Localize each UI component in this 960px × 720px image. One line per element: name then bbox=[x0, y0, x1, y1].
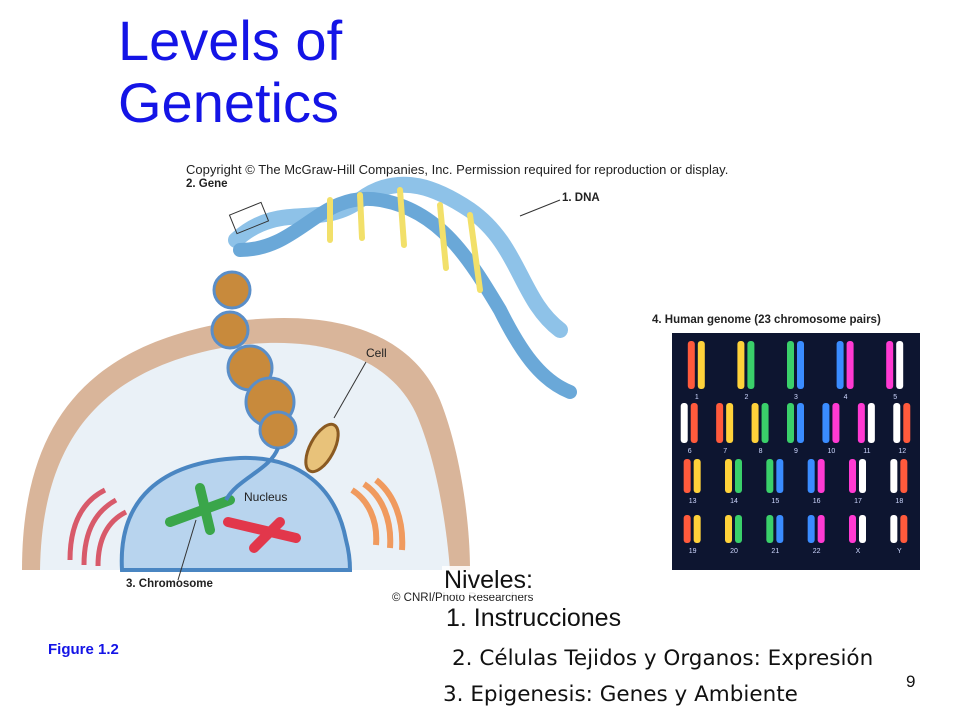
karyotype-chromosome bbox=[683, 515, 691, 543]
karyotype-chromosome bbox=[735, 459, 742, 493]
label-nucleus: Nucleus bbox=[244, 490, 288, 504]
karyotype-chromosome bbox=[751, 403, 759, 443]
karyotype-chromosome bbox=[776, 515, 784, 543]
chromosome-number-label: 1 bbox=[695, 394, 699, 401]
chromosome-number-label: 7 bbox=[723, 448, 727, 455]
chromosome-number-label: 17 bbox=[854, 498, 862, 505]
levels-heading: Niveles: bbox=[442, 566, 537, 595]
karyotype-chromosome bbox=[822, 403, 830, 443]
chromosome-number-label: 2 bbox=[744, 394, 748, 401]
chromosome-number-label: X bbox=[856, 548, 861, 555]
karyotype-chromosome bbox=[832, 403, 840, 443]
karyotype-chromosome bbox=[817, 459, 825, 493]
slide-title: Levels of Genetics bbox=[118, 10, 342, 134]
level-item-2: 2. Células Tejidos y Organos: Expresión bbox=[452, 646, 874, 671]
karyotype-chromosome bbox=[867, 403, 875, 443]
karyotype-chromosome bbox=[726, 403, 734, 443]
level-item-1: 1. Instrucciones bbox=[446, 604, 622, 632]
chromosome-number-label: 6 bbox=[688, 448, 692, 455]
karyotype-chromosome bbox=[893, 403, 901, 443]
karyotype-chromosome bbox=[766, 515, 774, 543]
karyotype-chromosome bbox=[890, 459, 898, 493]
karyotype-chromosome bbox=[857, 403, 865, 443]
chromosome-number-label: 12 bbox=[898, 448, 906, 455]
karyotype-chromosome bbox=[737, 341, 745, 389]
karyotype-chromosome bbox=[776, 459, 784, 493]
chromosome-number-label: 10 bbox=[828, 448, 836, 455]
title-line-1: Levels of bbox=[118, 9, 343, 72]
chromosome-number-label: 18 bbox=[895, 498, 903, 505]
chromosome-number-label: 15 bbox=[771, 498, 779, 505]
karyotype-chromosome bbox=[890, 515, 898, 543]
mitochondrion bbox=[304, 422, 340, 474]
karyotype-chromosome bbox=[797, 403, 804, 443]
photo-credit: © CNRI/Photo Researchers bbox=[392, 592, 534, 604]
karyotype-chromosome bbox=[725, 459, 732, 493]
karyotype-chromosome bbox=[846, 341, 854, 389]
karyotype-chromosome bbox=[849, 459, 856, 493]
chromosome-number-label: Y bbox=[897, 548, 902, 555]
label-chromosome: 3. Chromosome bbox=[126, 578, 213, 590]
karyotype-chromosome bbox=[687, 341, 695, 389]
karyotype-chromosome bbox=[697, 341, 705, 389]
karyotype-chromosome bbox=[886, 341, 894, 389]
nucleus-chromosomes bbox=[165, 483, 301, 553]
karyotype-chromosome bbox=[747, 341, 755, 389]
chromosome-number-label: 5 bbox=[893, 394, 897, 401]
karyotype-chromosome bbox=[896, 341, 904, 389]
karyotype-chromosome bbox=[807, 459, 815, 493]
chromosome-number-label: 19 bbox=[689, 548, 697, 555]
dna-helix bbox=[228, 176, 577, 399]
page-number: 9 bbox=[906, 672, 916, 691]
chromosome-number-label: 3 bbox=[794, 394, 798, 401]
karyotype-chromosome bbox=[725, 515, 732, 543]
label-genome: 4. Human genome (23 chromosome pairs) bbox=[652, 314, 881, 326]
chromatin-fiber bbox=[210, 270, 298, 450]
chromosome-number-label: 14 bbox=[730, 498, 738, 505]
level-item-3: 3. Epigenesis: Genes y Ambiente bbox=[443, 682, 798, 707]
karyotype-chromosome bbox=[683, 459, 691, 493]
karyotype-chromosome bbox=[797, 341, 804, 389]
chromosome-number-label: 9 bbox=[794, 448, 798, 455]
endoplasmic-reticulum bbox=[67, 487, 128, 567]
figure-caption: Figure 1.2 bbox=[48, 641, 119, 658]
karyotype-chromosome bbox=[859, 459, 866, 493]
chromosome-number-label: 8 bbox=[759, 448, 763, 455]
karyotype-chromosome bbox=[849, 515, 856, 543]
karyotype-chromosome bbox=[693, 459, 701, 493]
copyright-notice: Copyright © The McGraw-Hill Companies, I… bbox=[186, 162, 729, 177]
karyotype-chromosome bbox=[680, 403, 688, 443]
karyotype-chromosome bbox=[787, 341, 794, 389]
title-line-2: Genetics bbox=[118, 71, 339, 134]
golgi-apparatus bbox=[350, 477, 406, 551]
label-gene: 2. Gene bbox=[186, 178, 228, 190]
chromosome-number-label: 4 bbox=[844, 394, 848, 401]
karyotype-chromosome bbox=[900, 459, 908, 493]
karyotype-chromosome bbox=[817, 515, 825, 543]
karyotype-chromosome bbox=[761, 403, 769, 443]
label-cell: Cell bbox=[366, 346, 387, 360]
karyotype-chromosome bbox=[900, 515, 908, 543]
karyotype-chromosome bbox=[836, 341, 844, 389]
karyotype-chromosome bbox=[690, 403, 698, 443]
label-dna: 1. DNA bbox=[562, 192, 600, 204]
chromosome-number-label: 13 bbox=[689, 498, 697, 505]
karyotype-chromosome bbox=[787, 403, 794, 443]
chromosome-number-label: 16 bbox=[813, 498, 821, 505]
karyotype-chromosome bbox=[903, 403, 911, 443]
chromosome-number-label: 20 bbox=[730, 548, 738, 555]
chromosome-number-label: 21 bbox=[771, 548, 779, 555]
karyotype-chromosome bbox=[716, 403, 724, 443]
karyotype-chromosome bbox=[807, 515, 815, 543]
karyotype-chromosome bbox=[766, 459, 774, 493]
karyotype-chromosome bbox=[859, 515, 866, 543]
karyotype-chromosome bbox=[693, 515, 701, 543]
chromosome-number-label: 22 bbox=[813, 548, 821, 555]
karyotype-chromosome bbox=[735, 515, 742, 543]
chromosome-number-label: 11 bbox=[863, 448, 870, 455]
